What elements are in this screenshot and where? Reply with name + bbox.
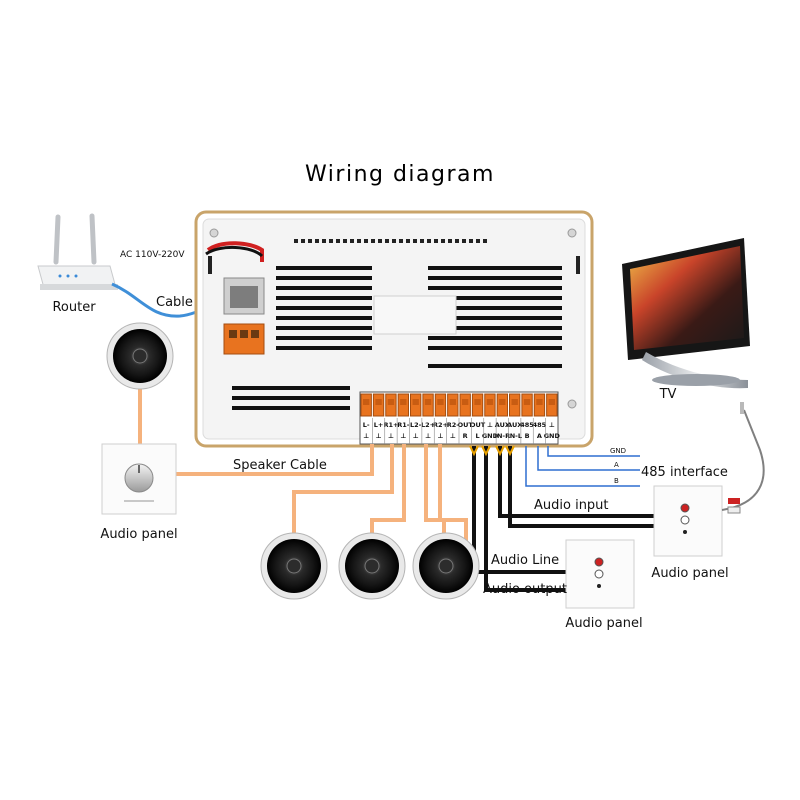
terminal-label-top: ⊥ bbox=[549, 421, 555, 429]
terminal-block: L-⊥L+⊥R1+⊥R1-⊥L2-⊥L2+⊥R2+⊥R2-⊥OUTROUTL⊥G… bbox=[359, 391, 561, 445]
terminal-label-bottom: ⊥ bbox=[388, 432, 394, 440]
terminal-label-top: 485 bbox=[533, 421, 547, 429]
terminal-label-top: OUT bbox=[458, 421, 474, 429]
rca-lead bbox=[721, 409, 765, 511]
rs485-wires bbox=[525, 446, 640, 487]
router-icon bbox=[37, 213, 118, 290]
audio-panel-right-label: Audio panel bbox=[651, 566, 728, 581]
gnd-label: GND bbox=[610, 447, 626, 455]
speaker-icon-1 bbox=[260, 532, 328, 600]
audio-input-label: Audio input bbox=[534, 498, 609, 513]
interface-485-label: 485 interface bbox=[641, 465, 728, 480]
speaker-icon-2 bbox=[338, 532, 406, 600]
power-terminal bbox=[223, 323, 265, 355]
terminal-label-bottom: R bbox=[463, 432, 468, 440]
terminal-label-top: 485 bbox=[520, 421, 534, 429]
terminal-label-bottom: A bbox=[537, 432, 542, 440]
audio-panel-bottom-label: Audio panel bbox=[565, 616, 642, 631]
terminal-label-bottom: IN-L bbox=[507, 432, 522, 440]
terminal-label-bottom: ⊥ bbox=[425, 432, 431, 440]
terminal-label-bottom: ⊥ bbox=[400, 432, 406, 440]
terminal-label-top: L- bbox=[363, 421, 370, 429]
terminal-label-top: L2- bbox=[410, 421, 422, 429]
terminal-label-top: L2+ bbox=[421, 421, 435, 429]
terminal-label-bottom: GND bbox=[544, 432, 561, 440]
audio-output-label: Audio output bbox=[483, 582, 567, 597]
b-label: B bbox=[614, 477, 619, 485]
terminal-label-top: R2- bbox=[447, 421, 460, 429]
terminal-label-bottom: ⊥ bbox=[376, 432, 382, 440]
terminal-label-top: R2+ bbox=[433, 421, 448, 429]
audio-panel-jack-icon bbox=[653, 485, 723, 557]
terminal-label-top: R1+ bbox=[383, 421, 398, 429]
audio-panel-knob-icon bbox=[101, 443, 177, 515]
tv-label: TV bbox=[659, 387, 677, 402]
main-device bbox=[194, 210, 594, 448]
terminal-label-bottom: B bbox=[525, 432, 530, 440]
terminal-label-top: OUT bbox=[470, 421, 486, 429]
audio-panel-left-label: Audio panel bbox=[100, 527, 177, 542]
speaker-icon bbox=[106, 322, 174, 390]
terminal-label-bottom: L bbox=[475, 432, 479, 440]
terminal-label-bottom: IN-R bbox=[495, 432, 511, 440]
terminal-label-top: ⊥ bbox=[487, 421, 493, 429]
speaker-cable-label: Speaker Cable bbox=[233, 458, 327, 473]
cable-label: Cable bbox=[156, 295, 193, 310]
router-label: Router bbox=[52, 300, 96, 315]
audio-panel-jack-icon-2 bbox=[565, 539, 635, 609]
terminal-label-bottom: ⊥ bbox=[450, 432, 456, 440]
terminal-label-bottom: ⊥ bbox=[363, 432, 369, 440]
power-wire bbox=[206, 241, 264, 262]
ac-voltage-label: AC 110V-220V bbox=[120, 250, 185, 260]
terminal-label-top: AUX bbox=[495, 421, 510, 429]
terminal-label-bottom: ⊥ bbox=[437, 432, 443, 440]
terminal-label-top: L+ bbox=[374, 421, 384, 429]
terminal-label-top: R1- bbox=[397, 421, 410, 429]
terminal-label-bottom: GND bbox=[482, 432, 499, 440]
terminal-label-top: AUX bbox=[507, 421, 522, 429]
tv-icon bbox=[622, 238, 750, 389]
wire-joints bbox=[469, 445, 515, 457]
speaker-icon-3 bbox=[412, 532, 480, 600]
a-label: A bbox=[614, 461, 619, 469]
audio-line-label: Audio Line bbox=[491, 553, 559, 568]
terminal-label-bottom: ⊥ bbox=[413, 432, 419, 440]
diagram-title: Wiring diagram bbox=[305, 162, 495, 187]
